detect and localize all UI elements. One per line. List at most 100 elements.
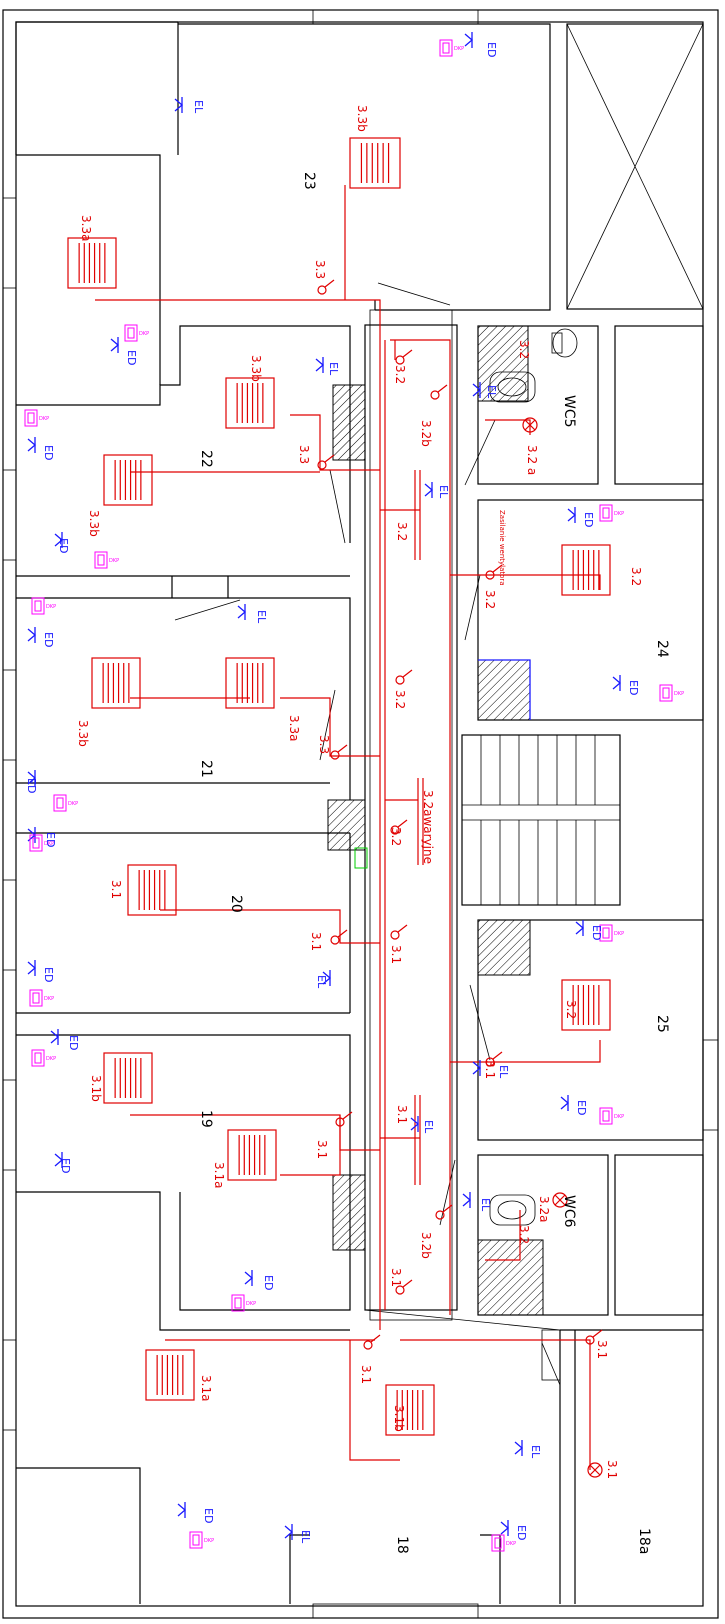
circuit-label: 3.1a xyxy=(199,1375,213,1401)
socket-label-ed: ED xyxy=(44,832,57,847)
socket-label-ed: ED xyxy=(59,1158,72,1173)
svg-text:DKP: DKP xyxy=(68,801,78,807)
dkp-box: DKP xyxy=(24,409,49,427)
radiator xyxy=(91,657,141,709)
socket-symbol xyxy=(54,532,63,548)
socket-symbol xyxy=(110,337,119,353)
socket-symbol xyxy=(560,1095,569,1111)
switches xyxy=(317,279,603,1350)
socket-symbol xyxy=(27,627,36,643)
socket-symbol xyxy=(514,1440,523,1456)
socket-label-ed: ED xyxy=(25,778,38,793)
room-label-23: 23 xyxy=(301,172,317,190)
socket-label-el: EL xyxy=(437,485,450,499)
room-label-wc5: WC5 xyxy=(561,395,577,428)
socket-label-el: EL xyxy=(192,100,205,114)
shaft-hatch xyxy=(332,1174,366,1251)
circuit-label: 3.2b xyxy=(419,420,433,447)
socket-label-ed: ED xyxy=(262,1275,275,1290)
socket-label-ed: ED xyxy=(590,925,603,940)
circuit-label: 3.2 xyxy=(393,690,407,709)
dkp-box: DKP xyxy=(124,324,149,342)
circuit-label: 3.1 xyxy=(309,932,323,951)
radiator xyxy=(225,377,275,429)
radiator xyxy=(227,1129,277,1181)
circuit-label: 3.1 xyxy=(389,945,403,964)
wc6-fixtures xyxy=(489,1194,536,1226)
circuit-label: 3.2 xyxy=(389,827,403,846)
radiator xyxy=(103,454,153,506)
socket-label-el: EL xyxy=(485,385,498,399)
socket-labels: ED EL ED EL EL ED EL ED ED EL ED ED ED E… xyxy=(25,42,640,1544)
socket-label-ed: ED xyxy=(575,1100,588,1115)
circuit-label: 3.2 xyxy=(564,1000,578,1019)
dkp-box: DKP xyxy=(599,1107,624,1125)
circuit-label: 3.2 xyxy=(395,522,409,541)
radiator xyxy=(67,237,117,289)
socket-label-ed: ED xyxy=(57,538,70,553)
svg-text:DKP: DKP xyxy=(139,331,149,337)
room-label-21: 21 xyxy=(198,760,214,778)
circuit-label: 3.2a xyxy=(537,1196,551,1222)
svg-text:DKP: DKP xyxy=(674,691,684,697)
circuit-label: 3.3b xyxy=(76,720,90,747)
socket-symbol xyxy=(567,507,576,523)
socket-symbol xyxy=(464,32,473,48)
socket-symbol xyxy=(174,97,183,113)
radiator xyxy=(349,137,401,189)
svg-text:DKP: DKP xyxy=(44,841,54,847)
circuit-label: 3.2 xyxy=(483,590,497,609)
circuit-label-emergency: 3.2awaryjne xyxy=(421,790,435,864)
fan-note: Zasilanie wentylatora xyxy=(498,510,506,586)
dkp-box: DKP xyxy=(659,684,684,702)
circuit-label: 3.3 xyxy=(317,735,331,754)
socket-symbol xyxy=(472,382,481,398)
dkp-box: DKP xyxy=(599,504,624,522)
socket-symbol xyxy=(50,1029,59,1045)
circuit-label: 3.1b xyxy=(89,1075,103,1102)
circuit-label: 3.2 xyxy=(517,1225,531,1244)
wc5-fixtures xyxy=(489,328,578,403)
room-label-18: 18 xyxy=(394,1536,410,1554)
socket-label-ed: ED xyxy=(485,42,498,57)
socket-label-ed: ED xyxy=(42,445,55,460)
svg-text:DKP: DKP xyxy=(44,996,54,1002)
circuit-label: 3.2 xyxy=(517,340,531,359)
socket-symbol xyxy=(462,1192,471,1208)
svg-text:DKP: DKP xyxy=(614,931,624,937)
socket-symbol xyxy=(27,960,36,976)
room-label-18a: 18a xyxy=(636,1528,652,1554)
shaft-hatch xyxy=(327,799,366,851)
dkp-box: DKP xyxy=(491,1534,516,1552)
circuit-label: 3.1 xyxy=(359,1365,373,1384)
shaft-hatch xyxy=(477,919,531,976)
circuit-label: 3.1 xyxy=(389,1268,403,1287)
socket-label-el: EL xyxy=(315,975,328,989)
circuit-label: 3.2 a xyxy=(525,445,539,475)
circuit-label: 3.3 xyxy=(313,260,327,279)
socket-symbol xyxy=(54,1152,63,1168)
radiator xyxy=(127,864,177,916)
circuit-labels: 3.3b 3.3a 3.3 3.3b 3.3 3.3b 3.3b 3.3a 3.… xyxy=(76,105,643,1479)
shaft-hatch xyxy=(477,325,529,402)
circuit-label: 3.1 xyxy=(109,880,123,899)
socket-symbol xyxy=(575,920,584,936)
socket-symbol xyxy=(410,1116,419,1132)
dkp-box: DKP xyxy=(29,834,54,852)
socket-symbol xyxy=(177,1502,186,1518)
circuit-label: 3.3 xyxy=(297,445,311,464)
circuit-label: 3.3a xyxy=(79,215,93,241)
radiator xyxy=(103,1052,153,1104)
svg-text:DKP: DKP xyxy=(614,511,624,517)
room-label-20: 20 xyxy=(228,895,244,913)
dkp-box: DKP xyxy=(599,924,624,942)
shaft-hatch xyxy=(477,659,531,721)
socket-label-el: EL xyxy=(327,362,340,376)
room-labels: 23 22 21 20 19 18 18a 24 25 WC5 WC6 xyxy=(198,172,670,1554)
room-label-25: 25 xyxy=(654,1015,670,1033)
room-label-24: 24 xyxy=(654,640,670,658)
socket-label-el: EL xyxy=(255,610,268,624)
socket-label-ed: ED xyxy=(125,350,138,365)
circuit-label: 3.2b xyxy=(419,1232,433,1259)
